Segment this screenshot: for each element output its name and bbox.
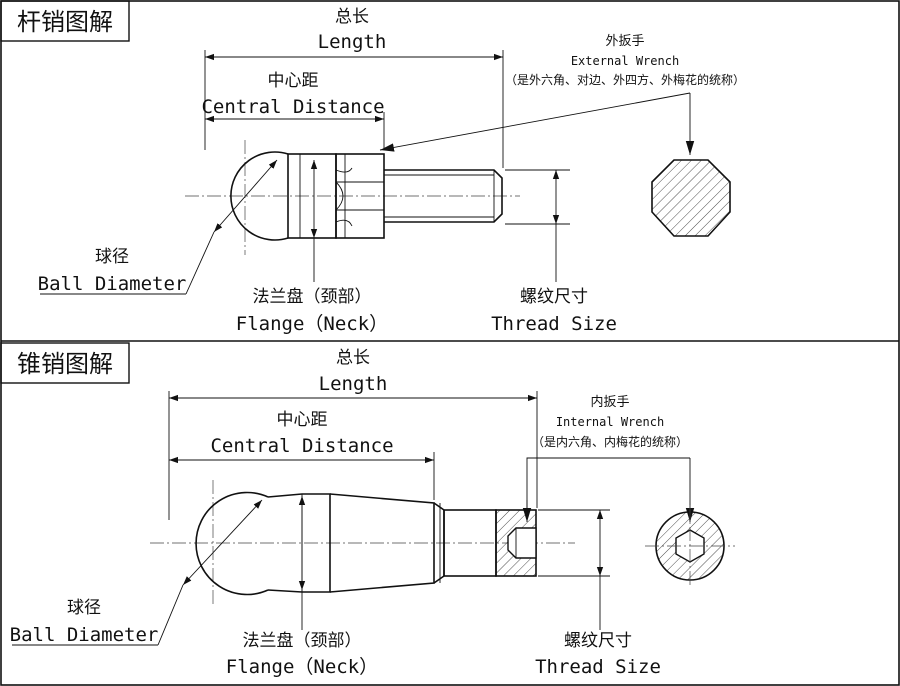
taper-central-cn: 中心距 (277, 410, 328, 430)
rod-external-hex (335, 153, 385, 239)
rod-central-cn: 中心距 (268, 71, 319, 91)
taper-pin-section: 锥销图解 总长 Length 中心距 Central Distance 内扳手 … (0, 342, 735, 678)
taper-central-en: Central Distance (210, 435, 393, 457)
taper-length-en: Length (319, 373, 388, 395)
rod-hex-cross-section (651, 159, 731, 237)
rod-thread-en: Thread Size (491, 313, 617, 335)
rod-central-en: Central Distance (201, 96, 384, 118)
rod-hex-arc-2 (335, 181, 344, 211)
rod-ball-diameter-dim (213, 159, 278, 233)
rod-hex-arc-1 (335, 167, 353, 173)
rod-ball-cn: 球径 (95, 247, 129, 267)
taper-ball-cn: 球径 (67, 598, 101, 618)
taper-wrench-note: （是内六角、内梅花的统称） (532, 434, 688, 449)
taper-wrench-leader (526, 457, 690, 520)
taper-wrench-en: Internal Wrench (556, 415, 664, 429)
taper-thread-en: Thread Size (535, 656, 661, 678)
rod-pin-section: 杆销图解 总长 Length 中心距 Central Distance (0, 0, 745, 335)
taper-internal-hex-socket (507, 527, 537, 559)
rod-length-cn: 总长 (335, 7, 369, 27)
taper-ball-outline (195, 491, 269, 596)
rod-thread-cn: 螺纹尺寸 (520, 287, 588, 307)
taper-ball-diameter-dim (182, 499, 263, 586)
taper-section-title: 锥销图解 (17, 350, 113, 378)
taper-flange-cn: 法兰盘（颈部） (243, 631, 362, 651)
taper-ball-leader (157, 584, 184, 646)
rod-wrench-cn: 外扳手 (605, 33, 644, 49)
taper-wrench-cn: 内扳手 (590, 394, 629, 410)
taper-flange-en: Flange（Neck） (226, 656, 378, 678)
rod-wrench-en: External Wrench (571, 54, 679, 68)
rod-flange-en: Flange（Neck） (236, 313, 388, 335)
taper-title-box (0, 342, 130, 384)
taper-body (329, 493, 435, 593)
rod-wrench-leader (379, 92, 691, 152)
rod-title-box (0, 0, 130, 42)
taper-flange-neck (267, 493, 331, 593)
rod-hex-arc-3 (335, 219, 353, 227)
taper-length-cn: 总长 (336, 348, 370, 368)
rod-flange-cn: 法兰盘（颈部） (253, 287, 372, 307)
rod-ball-leader (185, 231, 215, 295)
rod-length-en: Length (318, 31, 387, 53)
rod-thread-shaft (384, 169, 503, 223)
rod-ball-en: Ball Diameter (38, 273, 187, 295)
taper-thread-cn: 螺纹尺寸 (564, 631, 632, 651)
rod-section-title: 杆销图解 (17, 8, 113, 36)
rod-wrench-note: （是外六角、对边、外四方、外梅花的统称） (505, 72, 745, 87)
taper-ball-en: Ball Diameter (10, 624, 159, 646)
